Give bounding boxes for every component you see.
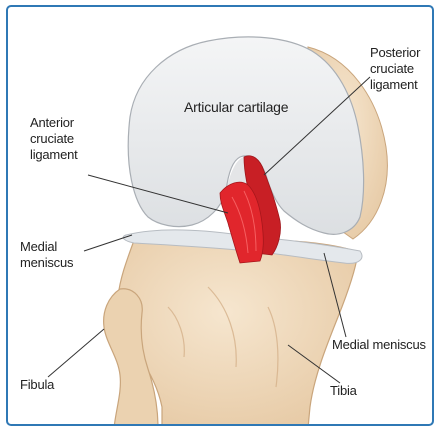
diagram-panel: Articular cartilage Posterior cruciate l… <box>6 5 434 426</box>
label-anterior-cruciate-ligament: Anterior cruciate ligament <box>30 115 78 163</box>
label-tibia: Tibia <box>330 383 357 399</box>
label-medial-meniscus-left: Medial meniscus <box>20 239 73 271</box>
label-medial-meniscus-right: Medial meniscus <box>332 337 426 353</box>
leader-medial-left <box>84 235 132 251</box>
label-articular-cartilage: Articular cartilage <box>184 99 288 115</box>
label-fibula: Fibula <box>20 377 54 393</box>
label-posterior-cruciate-ligament: Posterior cruciate ligament <box>370 45 420 93</box>
leader-fibula <box>48 329 104 377</box>
